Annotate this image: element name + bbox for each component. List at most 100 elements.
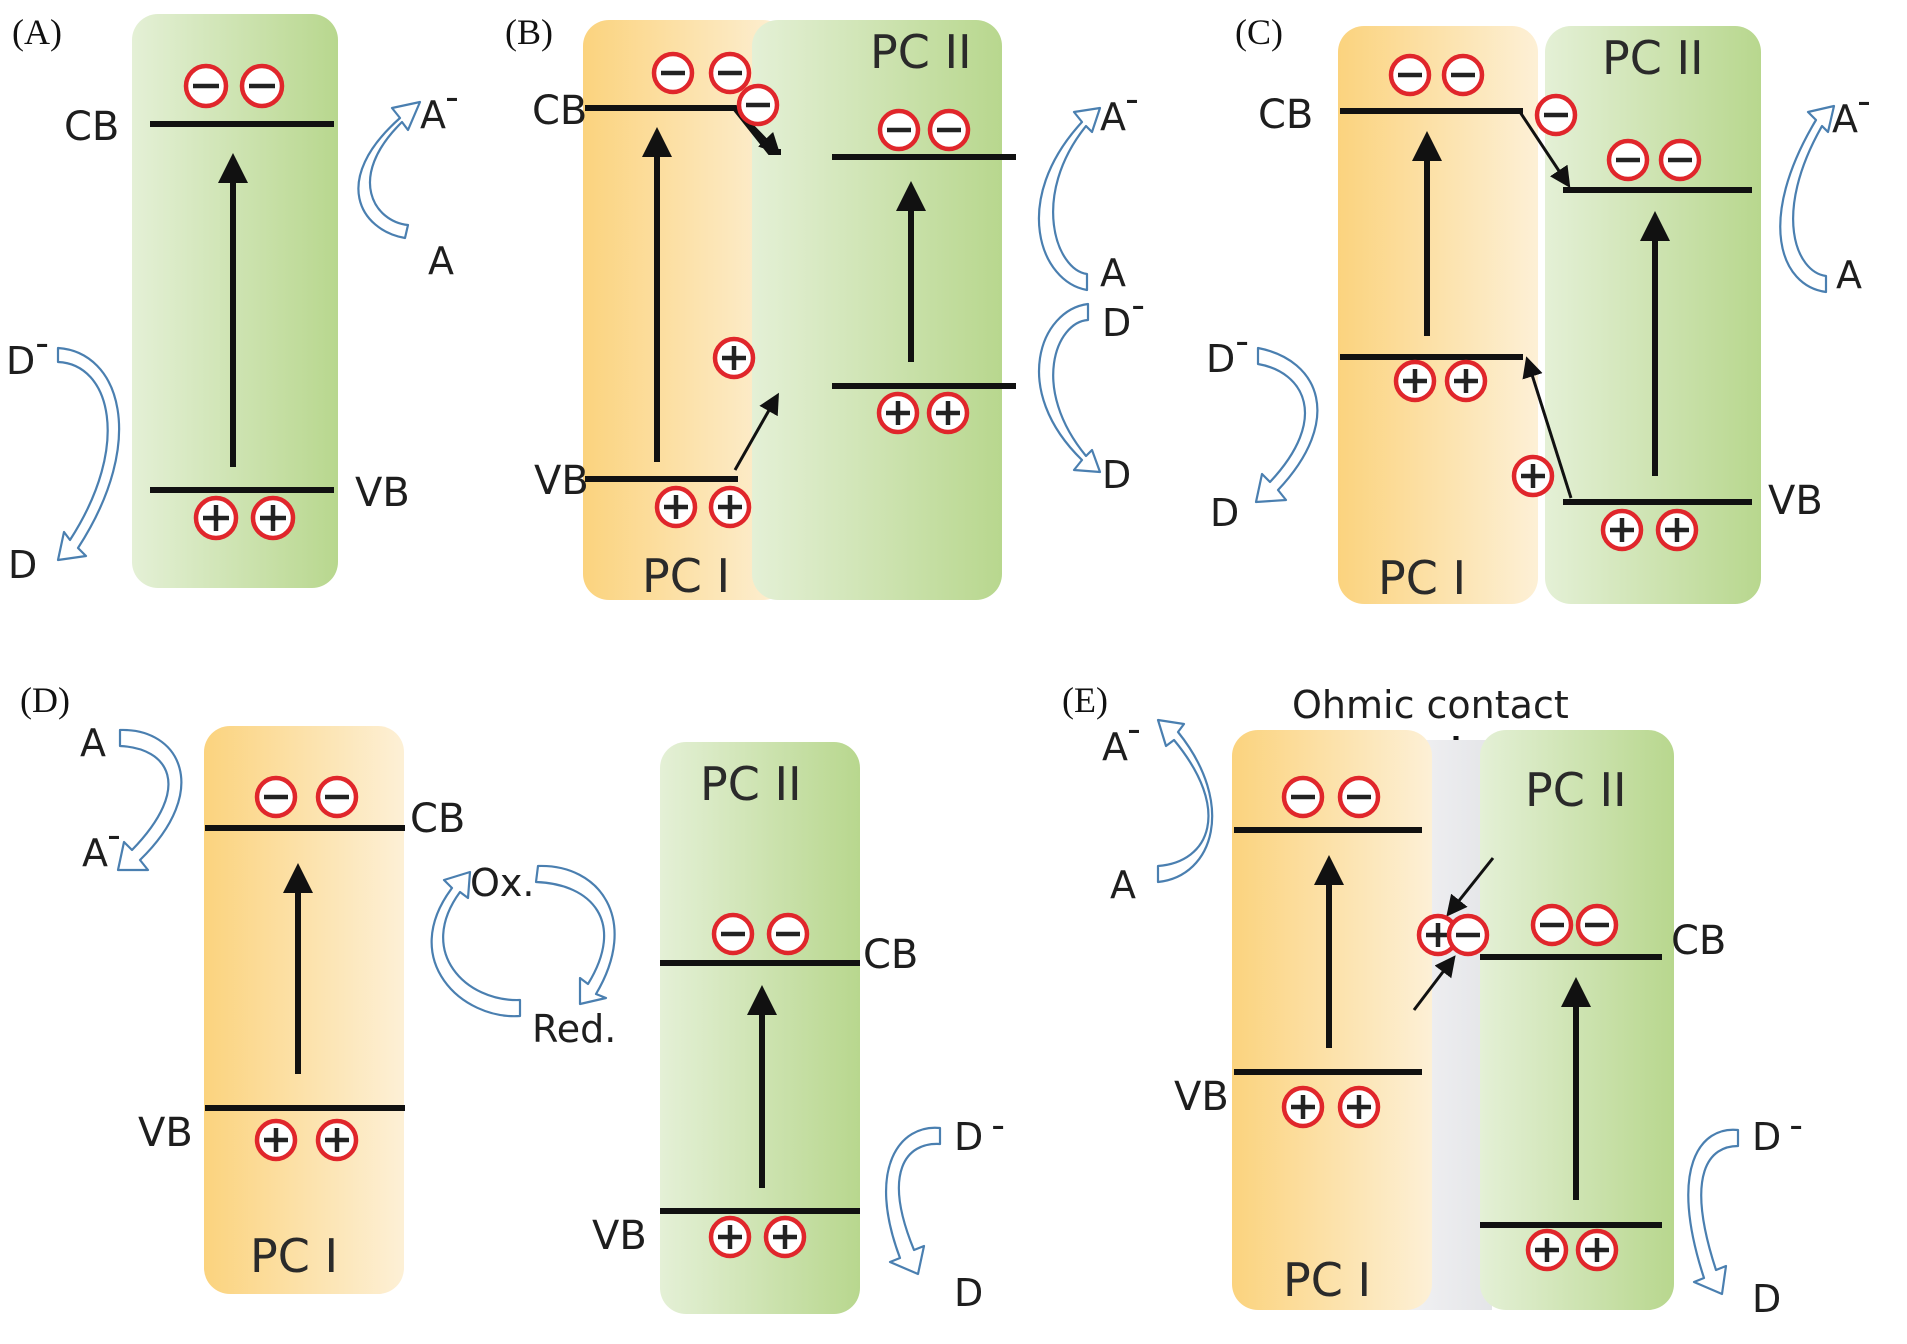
- donor-label: D: [1752, 1277, 1781, 1321]
- hole-icon: [1416, 913, 1460, 957]
- oxidation-arrow-icon: [1037, 302, 1102, 474]
- hole-icon: [1444, 359, 1488, 403]
- pc1-vb-label: VB: [138, 1110, 193, 1156]
- hole-transfer-arrow: [1522, 356, 1573, 499]
- pc1-label: PC I: [642, 549, 730, 603]
- pc2-label: PC II: [1602, 31, 1704, 85]
- hole-transfer-arrow: [733, 392, 779, 471]
- hole-icon: [763, 1215, 807, 1259]
- acceptor-label: A: [1110, 863, 1136, 907]
- electron-icon: [1446, 913, 1490, 957]
- oxidation-arrow-icon: [1687, 1128, 1740, 1296]
- pc1-label: PC I: [1378, 551, 1466, 605]
- vb-label: VB: [1768, 478, 1823, 524]
- pc2-label: PC II: [1525, 763, 1627, 817]
- cb-label: CB: [1258, 92, 1313, 138]
- hole-transfer-arrow: [1412, 955, 1456, 1011]
- acceptor-reduced-label: A-: [1102, 707, 1141, 769]
- hole-icon: [926, 391, 970, 435]
- panel-label: (E): [1062, 680, 1108, 720]
- electron-icon: [651, 51, 695, 95]
- electron-icon: [1337, 775, 1381, 819]
- hole-icon: [254, 1118, 298, 1162]
- electron-icon: [927, 108, 971, 152]
- panel-label: (A): [12, 12, 62, 52]
- photocatalyst-block-pc1: [1338, 26, 1538, 604]
- cb-label: CB: [1671, 918, 1726, 964]
- acceptor-label: A: [1100, 251, 1126, 295]
- acceptor-reduced-label: A-: [1100, 77, 1139, 139]
- electron-icon: [1281, 775, 1325, 819]
- cb-label: CB: [532, 88, 587, 134]
- oxidation-arrow-icon: [1254, 346, 1319, 504]
- panel-label: (C): [1235, 12, 1283, 52]
- ohmic-contact-label: Ohmic contact: [1292, 683, 1569, 727]
- electron-icon: [766, 912, 810, 956]
- pc2-label: PC II: [700, 757, 802, 811]
- mediator-reduction-arrow-icon: [534, 864, 616, 1006]
- oxidation-arrow-icon: [56, 346, 121, 562]
- panel-d: (D) PC I PC II CB VB CB VB A A- Ox. Red.: [20, 680, 1005, 1315]
- photocatalyst-block-pc1: [583, 20, 789, 600]
- electron-icon: [1575, 903, 1619, 947]
- pc2-vb-label: VB: [592, 1213, 647, 1259]
- hole-icon: [193, 495, 239, 541]
- electron-icon: [315, 775, 359, 819]
- vb-label: VB: [1174, 1074, 1229, 1120]
- reduction-arrow-icon: [1156, 718, 1214, 884]
- electron-icon: [183, 63, 229, 109]
- hole-icon: [1525, 1228, 1569, 1272]
- panel-e: (E) Ohmic contact PC I PC II CB VB A- A: [1062, 680, 1803, 1321]
- donor-reduced-label: D-: [1102, 283, 1145, 345]
- electron-icon: [708, 51, 752, 95]
- photocatalyst-block-pc2: [752, 20, 1002, 600]
- hole-icon: [876, 391, 920, 435]
- hole-icon: [1655, 508, 1699, 552]
- donor-label: D: [954, 1271, 983, 1315]
- donor-label: D: [1210, 491, 1239, 535]
- donor-reduced-label: D-: [6, 321, 49, 383]
- oxidation-arrow-icon: [884, 1126, 942, 1276]
- reduction-arrow-icon: [357, 100, 422, 240]
- hole-icon: [315, 1118, 359, 1162]
- photocatalyst-block-pc1: [204, 726, 404, 1294]
- hole-icon: [708, 485, 752, 529]
- electron-icon: [1606, 138, 1650, 182]
- reduction-arrow-icon: [1779, 104, 1836, 294]
- electron-icon: [1530, 903, 1574, 947]
- hole-icon: [1575, 1228, 1619, 1272]
- hole-icon: [708, 1215, 752, 1259]
- hole-icon: [1600, 508, 1644, 552]
- electron-icon: [711, 912, 755, 956]
- electron-icon: [1441, 53, 1485, 97]
- panel-c: (C) PC I PC II CB VB A- A D- D: [1206, 12, 1871, 605]
- pc2-label: PC II: [870, 25, 972, 79]
- electron-icon: [239, 63, 285, 109]
- electron-transfer-arrow: [1518, 111, 1571, 189]
- donor-label: D: [1102, 453, 1131, 497]
- mediator-red-label: Red.: [532, 1007, 616, 1051]
- panel-b: (B) PC I PC II CB VB A- A D- D: [505, 12, 1145, 603]
- panel-label: (B): [505, 12, 553, 52]
- hole-icon: [1511, 454, 1555, 498]
- acceptor-label: A: [80, 721, 106, 765]
- panel-a: (A) CB VB A- A D- D: [6, 12, 459, 588]
- donor-reduced-label: D-: [954, 1103, 1005, 1159]
- electron-icon: [1388, 53, 1432, 97]
- hole-icon: [1337, 1085, 1381, 1129]
- reduction-arrow-icon: [116, 728, 183, 872]
- electron-icon: [877, 108, 921, 152]
- vb-label: VB: [355, 470, 410, 516]
- hole-icon: [1393, 359, 1437, 403]
- cb-label: CB: [64, 104, 119, 150]
- pc2-cb-label: CB: [863, 932, 918, 978]
- electron-icon: [736, 83, 780, 127]
- hole-icon: [1281, 1085, 1325, 1129]
- acceptor-reduced-label: A-: [1832, 79, 1871, 141]
- donor-reduced-label: D-: [1206, 319, 1249, 381]
- electron-transfer-arrow: [1446, 857, 1495, 917]
- hole-icon: [712, 336, 756, 380]
- donor-reduced-label: D-: [1752, 1103, 1803, 1159]
